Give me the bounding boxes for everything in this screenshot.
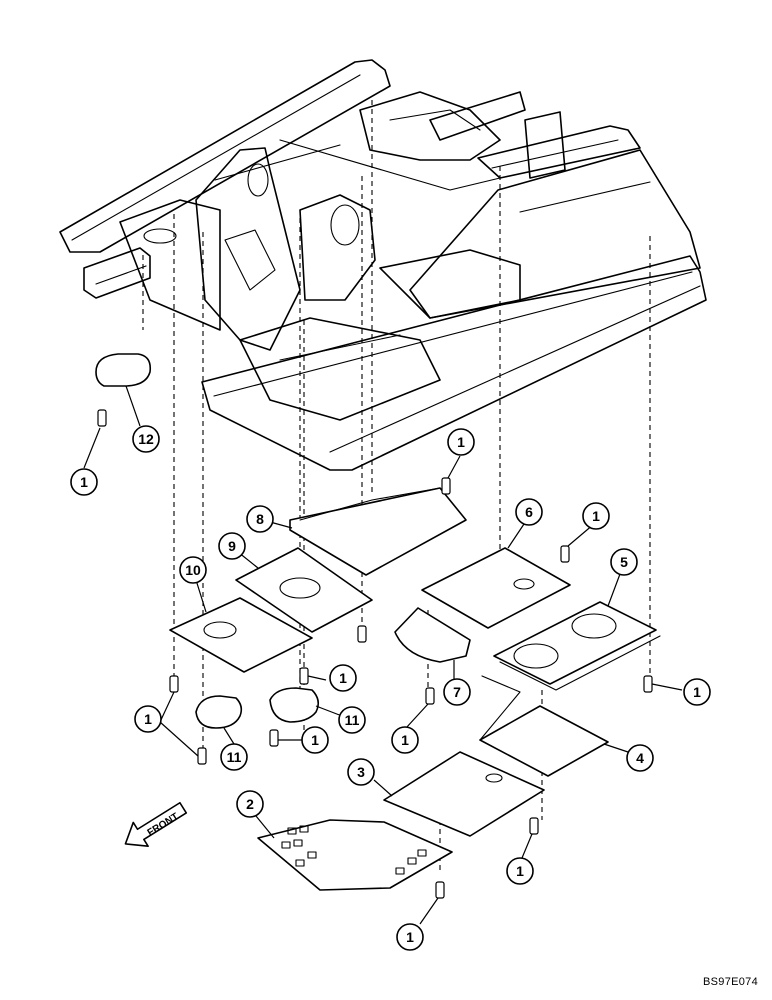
callout-1: 1: [396, 923, 424, 951]
svg-text:3: 3: [357, 764, 365, 780]
callout-3: 3: [347, 758, 375, 786]
svg-text:1: 1: [311, 732, 319, 748]
callout-1: 1: [447, 428, 475, 456]
cover-plate-7: [394, 607, 471, 663]
drawing-reference-code: BS97E074: [703, 976, 758, 988]
bolt-9: [357, 625, 367, 643]
front-direction-arrow: FRONT: [124, 801, 188, 848]
cover-plates: [95, 353, 661, 891]
svg-text:1: 1: [144, 711, 152, 727]
cover-plate-12: [95, 353, 152, 387]
bolt-8: [441, 477, 451, 495]
svg-text:1: 1: [339, 670, 347, 686]
bolt-11: [269, 729, 279, 747]
svg-text:9: 9: [228, 538, 236, 554]
cover-plate-3: [383, 751, 545, 837]
svg-text:1: 1: [401, 732, 409, 748]
front-label: FRONT: [146, 811, 181, 839]
alignment-lines: [142, 100, 651, 870]
cover-plate-2: [257, 819, 453, 891]
svg-text:1: 1: [457, 434, 465, 450]
cover-plate-8: [289, 487, 467, 576]
callout-7: 7: [443, 678, 471, 706]
callout-6: 6: [515, 498, 543, 526]
callout-1: 1: [683, 678, 711, 706]
svg-text:1: 1: [592, 508, 600, 524]
callout-2: 2: [236, 790, 264, 818]
callout-1: 1: [391, 726, 419, 754]
svg-text:12: 12: [138, 431, 154, 447]
callout-9: 9: [218, 532, 246, 560]
callout-11: 11: [220, 743, 248, 771]
svg-text:1: 1: [80, 474, 88, 490]
cover-plate-6: [421, 547, 571, 629]
callout-1: 1: [134, 705, 162, 733]
bolt-7: [425, 687, 435, 705]
callout-1: 1: [0, 0, 4, 8]
cover-plate-10: [169, 597, 313, 673]
svg-text:6: 6: [525, 504, 533, 520]
callout-1: 1: [329, 664, 357, 692]
bolt-10a: [169, 675, 179, 693]
callout-1: 1: [506, 857, 534, 885]
callout-12: 12: [132, 425, 160, 453]
svg-text:11: 11: [345, 712, 360, 728]
svg-text:8: 8: [256, 511, 264, 527]
bolts: [97, 409, 653, 899]
cover-plate-11-right: [269, 687, 320, 723]
callout-5: 5: [610, 548, 638, 576]
upper-frame: [59, 59, 707, 471]
bolt-5: [643, 675, 653, 693]
bolt-12: [97, 409, 107, 427]
svg-text:1: 1: [406, 929, 414, 945]
cover-plate-11-left: [195, 695, 243, 729]
svg-text:1: 1: [693, 684, 701, 700]
cover-plate-9: [235, 547, 373, 633]
svg-text:1: 1: [516, 863, 524, 879]
callout-8: 8: [246, 505, 274, 533]
svg-text:2: 2: [246, 796, 254, 812]
callout-1: 1: [70, 468, 98, 496]
bolt-6: [560, 545, 570, 563]
bolt-10b: [197, 747, 207, 765]
bolt-2: [435, 881, 445, 899]
cover-plate-4: [479, 705, 609, 777]
callout-4: 4: [626, 744, 654, 772]
bolt-3: [529, 817, 539, 835]
svg-text:7: 7: [453, 684, 461, 700]
svg-text:10: 10: [185, 562, 201, 578]
callout-1: 1: [301, 726, 329, 754]
svg-text:5: 5: [620, 554, 628, 570]
svg-text:11: 11: [227, 749, 242, 765]
bolt-mid: [299, 667, 309, 685]
callout-10: 10: [179, 556, 207, 584]
callout-11: 11: [338, 706, 366, 734]
svg-text:4: 4: [636, 750, 644, 766]
callout-1: 1: [582, 502, 610, 530]
